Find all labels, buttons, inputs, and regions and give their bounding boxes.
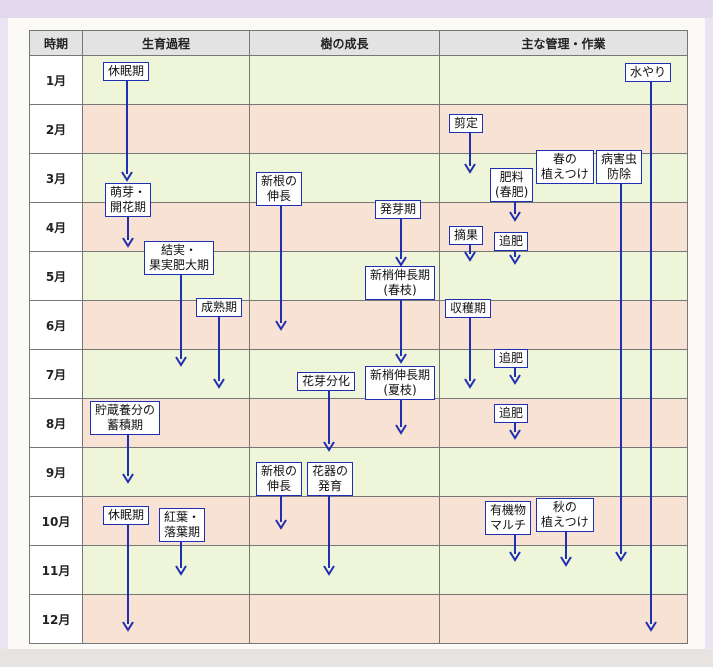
arrow-dormant-1 — [121, 80, 133, 182]
top-bar — [0, 0, 713, 18]
arrows-layer — [121, 80, 657, 632]
cell-row-2-col-1 — [83, 105, 250, 154]
label-mulch: 有機物 マルチ — [485, 501, 532, 535]
cell-row-7-col-3 — [440, 350, 688, 399]
label-leaf-fall: 紅葉・ 落葉期 — [159, 508, 206, 542]
arrow-pruning — [464, 130, 476, 174]
month-1: 1月 — [29, 56, 83, 105]
label-autumn-planting: 秋の 植えつけ — [536, 498, 594, 532]
cell-row-12-col-2 — [250, 595, 440, 644]
label-thinning: 摘果 — [449, 226, 484, 245]
arrow-leaf-fall — [175, 540, 187, 576]
header-growth-process: 生育過程 — [83, 30, 250, 56]
bottom-bar — [0, 649, 713, 667]
month-5: 5月 — [29, 252, 83, 301]
cell-row-1-col-2 — [250, 56, 440, 105]
label-storage: 貯蔵養分の 蓄積期 — [90, 401, 161, 435]
arrow-autumn-planting — [560, 532, 572, 567]
label-summer-shoot: 新梢伸長期 (夏枝) — [365, 366, 436, 400]
arrow-storage — [122, 434, 134, 484]
month-10: 10月 — [29, 497, 83, 546]
cell-row-11-col-2 — [250, 546, 440, 595]
label-root-1: 新根の 伸長 — [256, 172, 303, 206]
month-11: 11月 — [29, 546, 83, 595]
label-ripening: 成熟期 — [196, 298, 243, 317]
cell-row-12-col-3 — [440, 595, 688, 644]
cell-row-9-col-3 — [440, 448, 688, 497]
arrow-sprouting — [395, 216, 407, 267]
label-fertilizer-spring: 肥料 (春肥) — [490, 168, 534, 202]
label-root-2: 新根の 伸長 — [256, 462, 303, 496]
cell-row-9-col-1 — [83, 448, 250, 497]
label-topdress-2: 追肥 — [494, 349, 529, 368]
month-7: 7月 — [29, 350, 83, 399]
cell-row-8-col-3 — [440, 399, 688, 448]
month-2: 2月 — [29, 105, 83, 154]
month-8: 8月 — [29, 399, 83, 448]
arrow-fertilizer-spring — [509, 201, 521, 222]
arrow-fruiting — [175, 275, 187, 367]
label-fruiting: 結実・ 果実肥大期 — [144, 241, 215, 275]
arrow-budding — [122, 216, 134, 248]
label-flower-bud: 花芽分化 — [297, 372, 356, 391]
cell-row-12-col-1 — [83, 595, 250, 644]
arrow-harvest — [464, 315, 476, 389]
arrow-watering — [645, 80, 657, 632]
cell-row-5-col-3 — [440, 252, 688, 301]
header-tree-growth: 樹の成長 — [250, 30, 440, 56]
label-budding: 萌芽・ 開花期 — [105, 183, 152, 217]
label-sprouting: 発芽期 — [375, 200, 422, 219]
month-4: 4月 — [29, 203, 83, 252]
label-spring-planting: 春の 植えつけ — [536, 150, 594, 184]
label-pruning: 剪定 — [449, 114, 484, 133]
arrow-pest-control — [615, 183, 627, 562]
label-flower-organ: 花器の 発育 — [307, 462, 354, 496]
label-watering: 水やり — [625, 63, 672, 82]
month-12: 12月 — [29, 595, 83, 644]
cell-row-7-col-1 — [83, 350, 250, 399]
cell-row-8-col-2 — [250, 399, 440, 448]
arrow-flower-bud — [323, 388, 335, 452]
cell-row-11-col-3 — [440, 546, 688, 595]
arrow-root-2 — [275, 495, 287, 530]
label-topdress-3: 追肥 — [494, 404, 529, 423]
month-6: 6月 — [29, 301, 83, 350]
month-3: 3月 — [29, 154, 83, 203]
label-harvest: 収穫期 — [445, 299, 492, 318]
arrow-summer-shoot — [395, 399, 407, 435]
arrow-flower-organ — [323, 495, 335, 576]
arrow-topdress-3 — [509, 421, 521, 440]
header-management: 主な管理・作業 — [440, 30, 688, 56]
label-topdress-1: 追肥 — [494, 232, 529, 251]
month-9: 9月 — [29, 448, 83, 497]
label-spring-shoot: 新梢伸長期 (春枝) — [365, 266, 436, 300]
arrow-root-1 — [275, 205, 287, 331]
label-dormant-2: 休眠期 — [103, 506, 150, 525]
cell-row-2-col-2 — [250, 105, 440, 154]
arrow-mulch — [509, 534, 521, 562]
cell-row-11-col-1 — [83, 546, 250, 595]
arrow-spring-shoot — [395, 300, 407, 364]
label-pest-control: 病害虫 防除 — [596, 150, 643, 184]
header-period: 時期 — [29, 30, 83, 56]
arrow-ripening — [213, 314, 225, 389]
arrow-dormant-2 — [122, 523, 134, 632]
arrow-topdress-2 — [509, 366, 521, 385]
arrow-thinning — [464, 243, 476, 262]
label-dormant-1: 休眠期 — [103, 62, 150, 81]
